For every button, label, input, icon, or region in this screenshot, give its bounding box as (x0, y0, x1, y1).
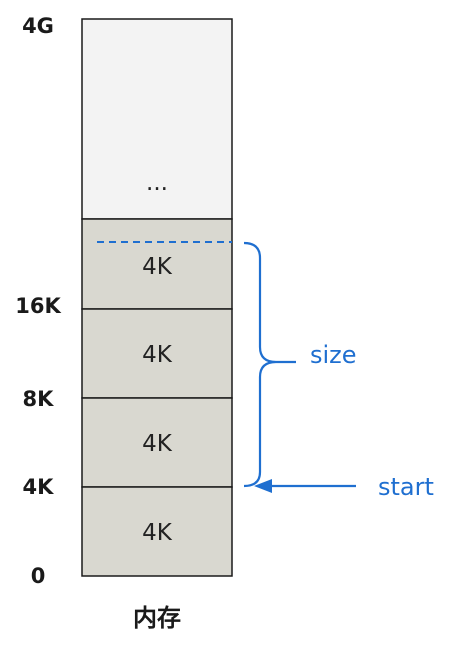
memory-block-3-label: 4K (142, 254, 173, 280)
memory-block-1 (81, 397, 233, 488)
address-label-4g: 4G (22, 14, 54, 38)
address-label-0: 0 (31, 564, 46, 588)
memory-caption: 内存 (133, 604, 181, 632)
address-label-4k: 4K (23, 475, 55, 499)
size-brace (243, 241, 277, 488)
memory-block-0-label: 4K (142, 520, 173, 546)
address-label-8k: 8K (23, 387, 55, 411)
size-label: size (310, 341, 357, 369)
address-label-16k: 16K (15, 294, 61, 318)
memory-block-1-label: 4K (142, 431, 173, 457)
start-label: start (378, 473, 434, 501)
memory-block-2-label: 4K (142, 342, 173, 368)
memory-block-0 (81, 486, 233, 577)
start-arrow-head (254, 479, 272, 493)
memory-top-region (81, 18, 233, 220)
memory-top-region-ellipsis: ... (146, 170, 168, 196)
memory-block-2 (81, 308, 233, 399)
memory-block-3 (81, 218, 233, 310)
